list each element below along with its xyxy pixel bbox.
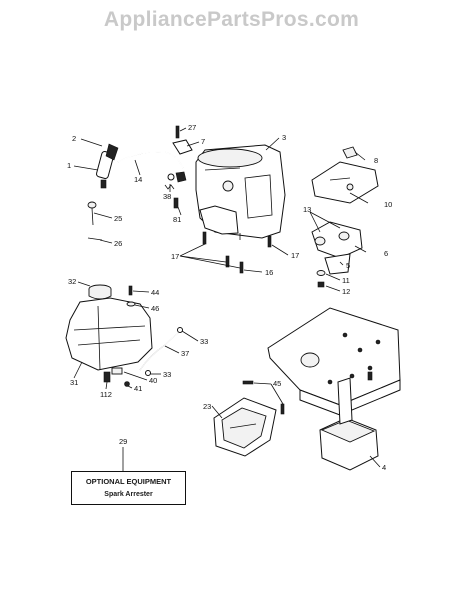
hardware-11-12[interactable] [316,270,326,288]
callout-11: 11 [342,276,350,285]
fuel-tank-part[interactable] [65,297,153,371]
skid-plate-part[interactable] [213,397,277,457]
callout-14: 14 [134,175,142,184]
dipstick-part[interactable] [87,201,103,241]
callout-46: 46 [151,304,159,313]
callout-27: 27 [188,123,196,132]
callout-38: 38 [163,192,171,201]
engine-part[interactable] [195,144,286,240]
spark-arrester-label: Spark Arrester [104,491,153,498]
callout-17a: 17 [171,252,179,261]
callout-4: 4 [382,463,386,472]
muffler-part[interactable] [319,377,379,471]
leader-lines [73,127,381,471]
callout-33a: 33 [200,337,208,346]
callout-2: 2 [72,134,76,143]
muffler-bracket-part[interactable] [311,221,363,275]
heat-shield-part[interactable] [311,146,379,204]
fuel-cap-part[interactable] [88,284,112,300]
callout-29: 29 [119,437,127,446]
engine-bolts[interactable] [202,231,272,274]
optional-equipment-title: OPTIONAL EQUIPMENT [85,477,172,486]
callout-23: 23 [203,402,211,411]
fuel-hose[interactable] [117,151,184,169]
callout-13: 13 [303,205,311,214]
callout-26: 26 [114,239,122,248]
callout-12: 12 [342,287,350,296]
optional-equipment-box: OPTIONAL EQUIPMENT Spark Arrester [71,471,186,505]
callout-33b: 33 [163,370,171,379]
chassis-plate-part[interactable] [267,307,401,416]
callout-37: 37 [181,349,189,358]
callout-16: 16 [265,268,273,277]
callout-32: 32 [68,277,76,286]
callout-5: 5 [346,261,350,270]
bracket-part[interactable] [167,125,193,183]
callout-1: 1 [67,161,71,170]
callout-81: 81 [173,215,181,224]
washer-part[interactable] [126,301,136,307]
callout-25: 25 [114,214,122,223]
callout-3: 3 [282,133,286,142]
bolt-part[interactable] [173,197,179,209]
watermark-text: AppliancePartsPros.com [103,8,360,31]
callout-41: 41 [134,384,142,393]
shutoff-valve-part[interactable] [103,367,130,387]
callout-112: 112 [100,390,112,399]
callout-6: 6 [384,249,388,258]
callout-40: 40 [149,376,157,385]
callout-31: 31 [70,378,78,387]
bolt-45-part[interactable] [242,380,254,385]
callout-17b: 17 [291,251,299,260]
callout-10: 10 [384,200,392,209]
screw-part[interactable] [128,285,133,296]
callout-45: 45 [273,379,281,388]
fuel-filter-part[interactable] [96,143,119,189]
callout-44: 44 [151,288,159,297]
callout-labels: 2 1 14 27 7 3 38 81 25 26 8 10 13 6 5 11… [67,123,392,472]
callout-8: 8 [374,156,378,165]
bolt-45b-part[interactable] [280,403,285,415]
callout-7: 7 [201,137,205,146]
